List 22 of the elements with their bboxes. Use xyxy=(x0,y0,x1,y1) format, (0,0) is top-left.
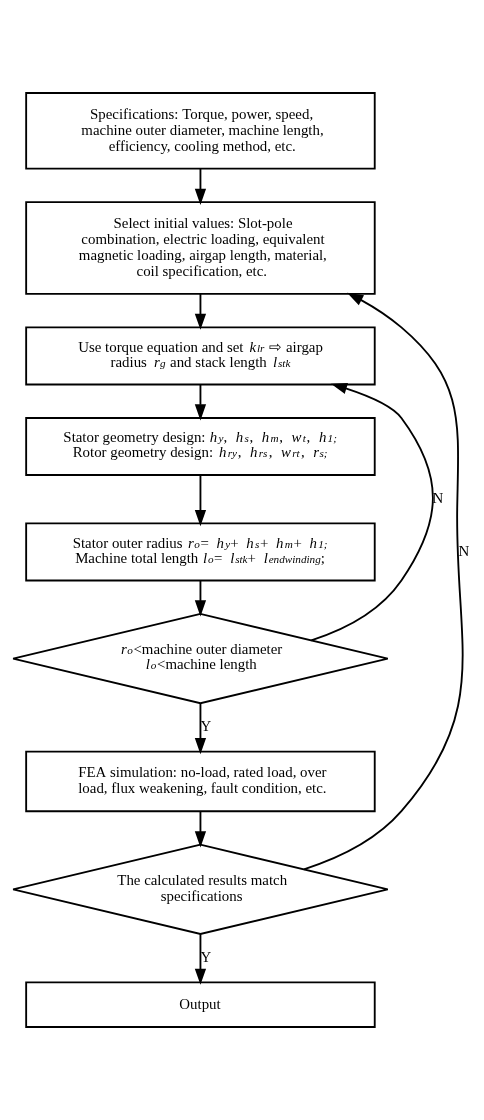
node-diamond: ro<machine outer diameter lo<machine length xyxy=(12,613,389,705)
arrow xyxy=(194,167,207,205)
edge-label: N xyxy=(458,542,470,559)
node-box: Select initial values: Slot-pole combination, electric loading, equivalent magnetic loading, airgap length, material, coil specification, etc. xyxy=(25,201,376,295)
node-box: Specifications: Torque, power, speed, machine outer diameter, machine length, efficiency, cooling method, etc. xyxy=(25,92,376,170)
node-box: Use torque equation and set klr ⇨ airgap radius rg and stack length lstk xyxy=(25,326,376,386)
arrow xyxy=(194,702,207,755)
node-box: Output xyxy=(25,981,376,1028)
node-box: Stator geometry design: hy, hs, hm, wt, h1; Rotor geometry design: hry, hrs, wrt, rs; xyxy=(25,417,376,476)
node-box: FEA simulation: no-load, rated load, over load, flux weakening, fault condition, etc. xyxy=(25,750,376,813)
arrow xyxy=(194,383,207,421)
arrow xyxy=(303,292,464,871)
arrow xyxy=(310,383,434,642)
arrow xyxy=(194,293,207,330)
node-box: Stator outer radius ro= hy+ hs+ hm+ h1; Machine total length lo= lstk+ lendwinding; xyxy=(25,522,376,582)
edge-label: Y xyxy=(200,718,212,735)
arrow xyxy=(194,933,207,985)
node-diamond: The calculated results match specifications xyxy=(12,843,389,935)
arrow xyxy=(194,579,207,617)
edge-label: Y xyxy=(200,949,212,966)
arrow xyxy=(194,810,207,848)
arrow xyxy=(194,474,207,527)
